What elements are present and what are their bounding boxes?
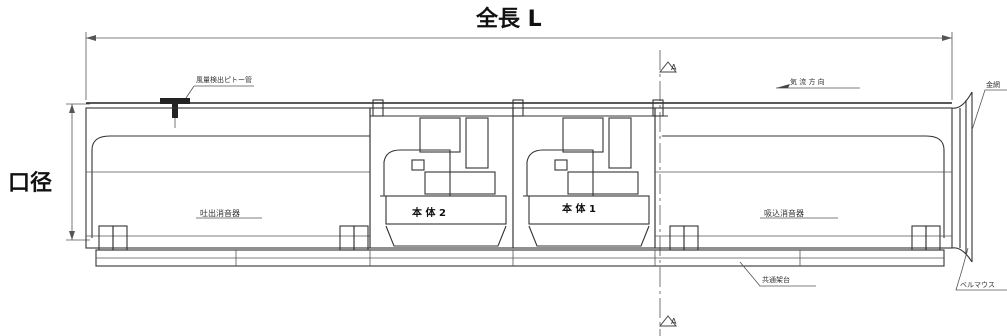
airflow-direction-label: 気 流 方 向 [790, 77, 825, 86]
overall-length-dimension [85, 32, 953, 100]
outlet-silencer-label: 吐出消音器 [200, 208, 240, 218]
common-base [95, 249, 945, 287]
body-2-label: 本 体 2 [412, 206, 446, 219]
body-2 [369, 107, 514, 249]
section-mark-top: A [658, 61, 678, 73]
inlet-silencer-label: 吸込消音器 [764, 208, 804, 218]
outlet-silencer [85, 107, 371, 251]
common-base-label: 共通架台 [762, 275, 790, 284]
airflow-arrow [776, 84, 860, 89]
wire-mesh-leader [971, 89, 1007, 131]
body-1 [512, 107, 656, 249]
bore-dimension [66, 103, 90, 241]
pitot-tube [160, 85, 254, 128]
section-mark-bottom: A [658, 315, 678, 327]
bellmouth-label: ベルマウス [960, 281, 995, 289]
wire-mesh-label: 金網 [986, 80, 1000, 89]
bore-label: 口径 [8, 170, 52, 196]
body-1-label: 本 体 1 [562, 202, 596, 215]
overall-length-label: 全長 L [475, 6, 542, 32]
svg-text:A: A [671, 63, 677, 72]
svg-text:A: A [671, 317, 677, 326]
inlet-silencer [654, 107, 953, 251]
bellmouth [951, 91, 1007, 291]
pitot-tube-label: 風量検出ピトー管 [196, 75, 252, 84]
